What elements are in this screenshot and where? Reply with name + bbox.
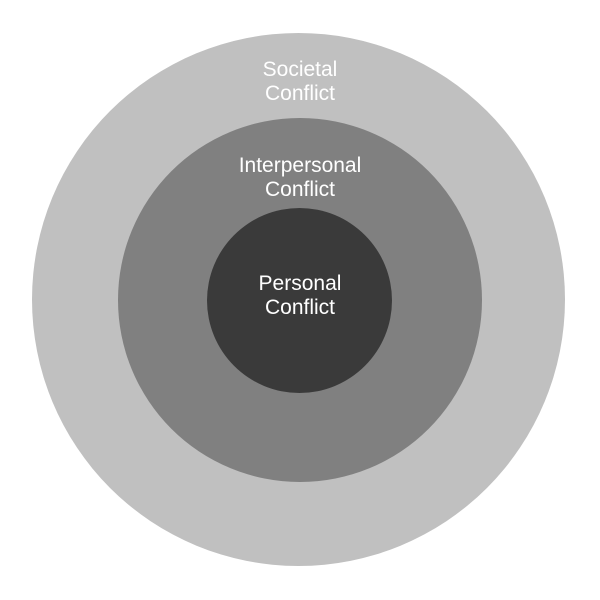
personal-conflict-label: Personal Conflict — [0, 272, 600, 320]
interpersonal-conflict-label: Interpersonal Conflict — [0, 154, 600, 202]
interpersonal-conflict-label-line1: Interpersonal — [238, 154, 362, 177]
societal-conflict-label-line1: Societal — [262, 58, 338, 81]
societal-conflict-label-line2: Conflict — [264, 82, 336, 105]
personal-conflict-label-line1: Personal — [258, 272, 342, 295]
interpersonal-conflict-label-line2: Conflict — [264, 178, 336, 201]
personal-conflict-circle — [207, 208, 392, 393]
societal-conflict-label: Societal Conflict — [0, 58, 600, 106]
personal-conflict-label-line2: Conflict — [264, 296, 336, 319]
